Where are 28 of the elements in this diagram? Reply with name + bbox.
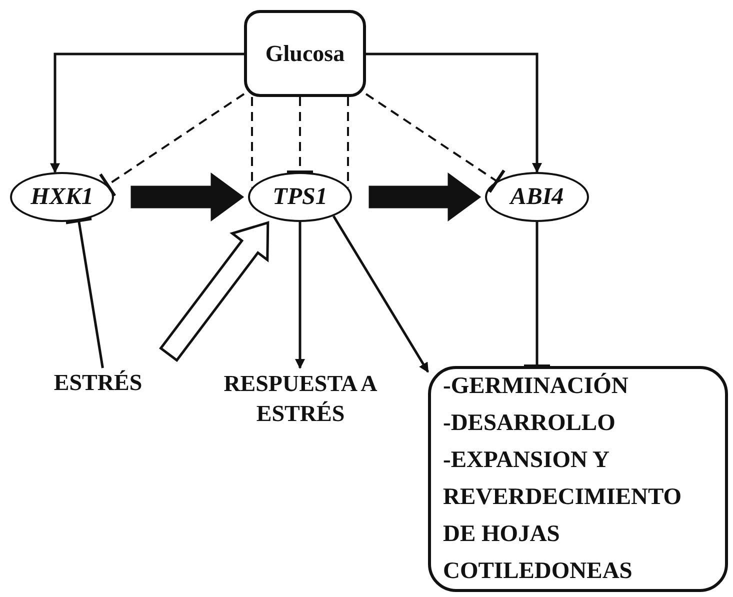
inhibition-line <box>365 93 506 194</box>
gene-label: ABI4 <box>510 184 564 210</box>
rounded-box <box>428 366 728 592</box>
gene-ellipse <box>485 172 589 222</box>
node-label: ESTRÉS <box>54 370 142 396</box>
thick-arrow <box>130 172 244 222</box>
inhibition-line <box>522 222 552 368</box>
rounded-box <box>244 10 366 97</box>
arrow <box>50 52 244 174</box>
gene-label: HXK1 <box>30 184 94 210</box>
gene-ellipse <box>10 172 114 222</box>
node-label: -GERMINACIÓN <box>443 372 628 401</box>
inhibition-line <box>64 217 104 368</box>
arrow <box>295 222 305 369</box>
node-label: -EXPANSION Y REVERDECIMIENTO DE HOJAS COTILEDONEAS <box>443 446 683 586</box>
node-label: -DESARROLLO <box>443 409 616 438</box>
node-label: RESPUESTA A ESTRÉS <box>222 370 378 428</box>
inhibition-line <box>286 97 314 174</box>
thick-arrow <box>368 172 482 222</box>
connector-line <box>347 97 349 188</box>
arrow <box>332 215 430 373</box>
node-label: Glucosa <box>265 40 345 66</box>
gene-ellipse <box>248 172 352 222</box>
arrow <box>366 52 542 173</box>
connector-line <box>251 97 253 188</box>
inhibition-line <box>98 93 245 198</box>
gene-label: TPS1 <box>272 184 328 210</box>
hollow-arrow <box>159 221 270 362</box>
